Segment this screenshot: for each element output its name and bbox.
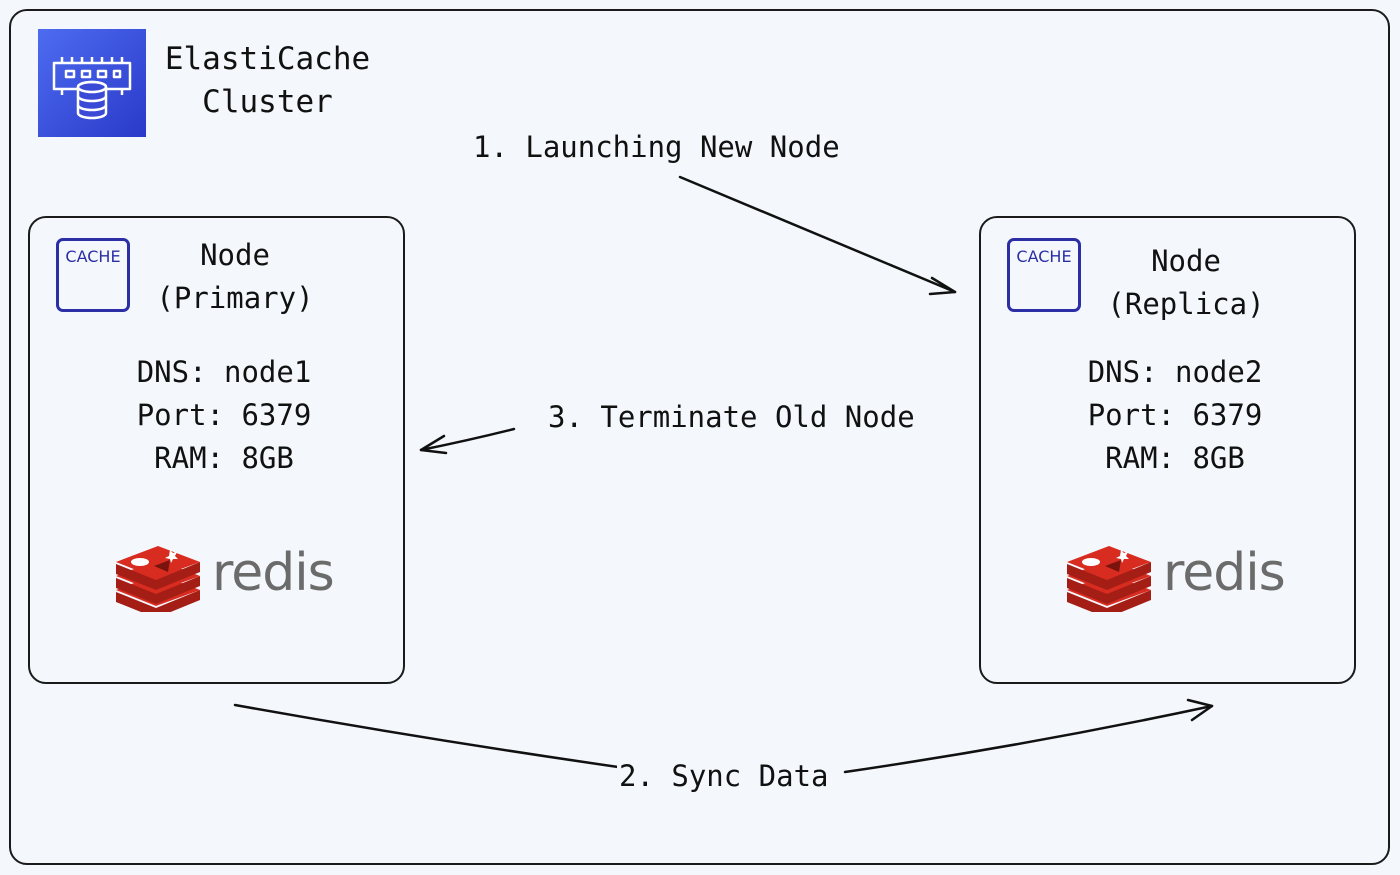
arrowhead-icon <box>928 276 957 296</box>
primary-node-info: DNS: node1 Port: 6379 RAM: 8GB <box>30 351 418 480</box>
arrow-sync-data-left <box>233 703 627 770</box>
cluster-title: ElastiCache Cluster <box>160 38 375 124</box>
primary-node-box: CACHE Node (Primary) DNS: node1 Port: 63… <box>28 216 405 684</box>
redis-logo: redis <box>114 540 344 618</box>
redis-cube-icon <box>1067 546 1151 618</box>
cache-icon: CACHE <box>56 238 130 312</box>
arrow-launch-new-node <box>678 175 957 294</box>
replica-node-title: Node (Replica) <box>1081 240 1291 326</box>
primary-node-title: Node (Primary) <box>130 234 340 320</box>
replica-node-info: DNS: node2 Port: 6379 RAM: 8GB <box>981 351 1369 480</box>
port-label: Port: 6379 <box>136 398 312 432</box>
dns-label: DNS: node1 <box>136 355 312 389</box>
replica-node-box: CACHE Node (Replica) DNS: node2 Port: 63… <box>979 216 1356 684</box>
arrowhead-icon <box>419 434 448 455</box>
arrow-sync-data-right <box>843 704 1214 774</box>
redis-logo: redis <box>1065 540 1295 618</box>
redis-cube-icon <box>116 546 200 618</box>
redis-wordmark: redis <box>212 543 335 603</box>
step3-label: 3. Terminate Old Node <box>546 399 917 435</box>
node-title-line1: Node <box>1151 244 1221 278</box>
arrow-terminate-old-node <box>419 427 516 452</box>
ram-label: RAM: 8GB <box>1105 441 1245 475</box>
node-title-line2: (Replica) <box>1107 287 1265 321</box>
node-title-line2: (Primary) <box>156 281 314 315</box>
node-title-line1: Node <box>200 238 270 272</box>
redis-wordmark: redis <box>1163 543 1286 603</box>
step2-label: 2. Sync Data <box>617 758 831 794</box>
step1-label: 1. Launching New Node <box>471 129 842 165</box>
cluster-title-line1: ElastiCache <box>164 41 371 77</box>
cluster-title-line2: Cluster <box>202 84 333 120</box>
ram-label: RAM: 8GB <box>154 441 294 475</box>
arrowhead-icon <box>1186 698 1214 722</box>
elasticache-icon <box>38 29 146 137</box>
port-label: Port: 6379 <box>1087 398 1263 432</box>
dns-label: DNS: node2 <box>1087 355 1263 389</box>
cache-icon: CACHE <box>1007 238 1081 312</box>
